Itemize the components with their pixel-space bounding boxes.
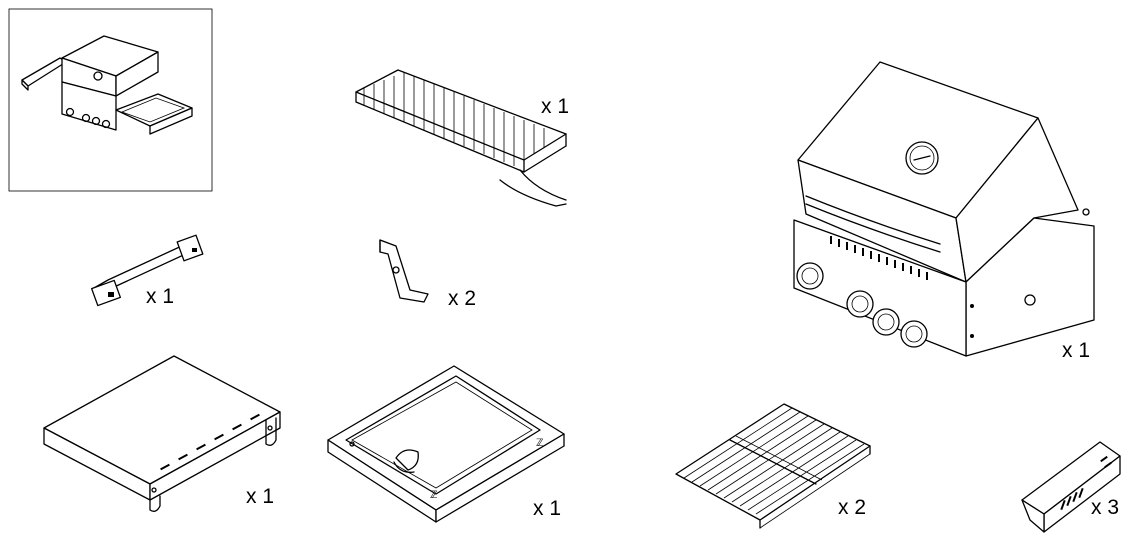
hook-bracket-quantity: x 2	[448, 287, 477, 310]
warming-rack-illustration	[355, 69, 567, 207]
thermometer-icon	[905, 141, 939, 175]
burner-knob-icons	[796, 262, 928, 348]
overview-frame	[8, 8, 213, 192]
cooking-grate-quantity: x 2	[838, 496, 867, 519]
svg-text:ℤ: ℤ	[536, 438, 543, 449]
side-burner-tray-quantity: x 1	[533, 497, 562, 520]
side-burner-tray-illustration: ℤ ℤ	[327, 365, 565, 523]
flame-tamer-quantity: x 3	[1091, 496, 1120, 519]
svg-text:ℤ: ℤ	[430, 490, 437, 501]
grill-head-illustration	[793, 61, 1095, 357]
cooking-grate-illustration	[675, 403, 871, 529]
overview-thumbnail	[8, 8, 213, 192]
side-shelf-illustration	[43, 355, 281, 512]
hook-bracket-illustration	[379, 239, 429, 303]
handle-illustration	[90, 234, 204, 307]
side-shelf-quantity: x 1	[246, 485, 275, 508]
handle-quantity: x 1	[146, 285, 175, 308]
flame-tamer-illustration	[1021, 441, 1121, 533]
warming-rack-quantity: x 1	[541, 95, 570, 118]
overview-grill-icon	[21, 35, 193, 135]
grill-head-quantity: x 1	[1062, 339, 1091, 362]
